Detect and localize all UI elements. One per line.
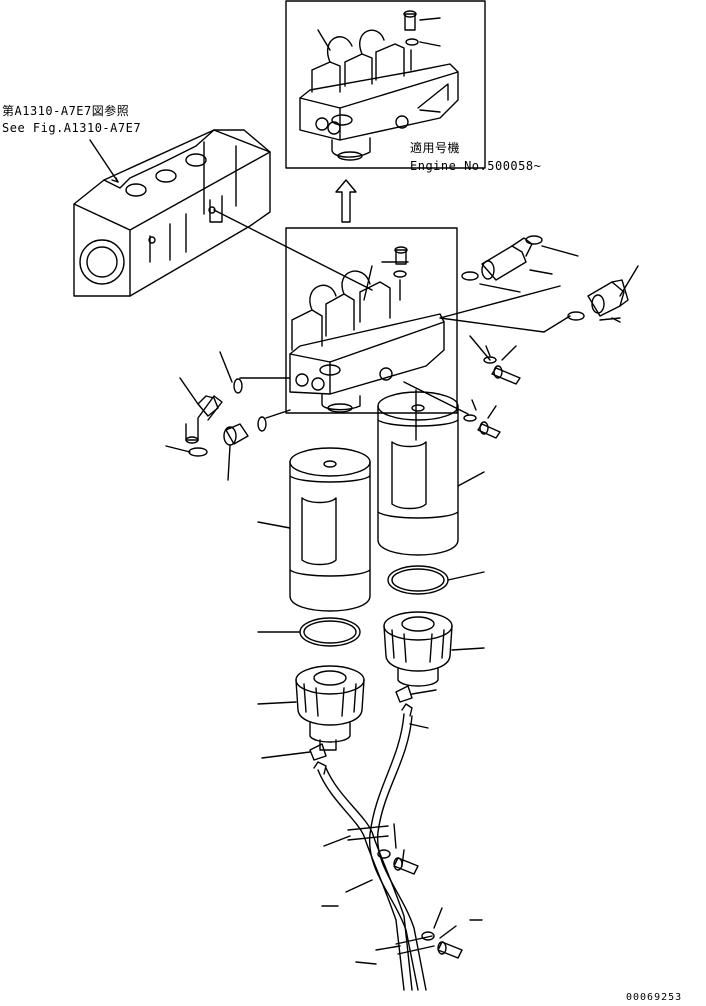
left-fittings xyxy=(166,352,290,480)
detail-inset-frame xyxy=(286,1,485,168)
drain-plug-left xyxy=(310,744,326,760)
o-ring-left xyxy=(300,618,360,646)
right-fittings xyxy=(404,236,638,438)
reference-note-jp: 第A1310-A7E7図参照 xyxy=(2,104,130,118)
mount-leader xyxy=(214,210,372,290)
reference-note-en: See Fig.A1310-A7E7 xyxy=(2,121,142,135)
applicable-engine-label-jp: 適用号機 xyxy=(410,141,461,155)
o-ring-right xyxy=(388,566,448,594)
separator-bowl-right xyxy=(384,612,484,686)
drain-hoses xyxy=(314,704,434,990)
drawing-number: 00069253 xyxy=(626,992,683,1003)
filter-head-detail xyxy=(300,11,458,160)
applicable-engine-label-en: Engine No.500058~ xyxy=(410,159,542,173)
filter-cartridge-left xyxy=(258,448,370,611)
drain-plug-right xyxy=(396,686,412,702)
reference-leader xyxy=(90,140,118,182)
transition-arrow xyxy=(336,180,356,222)
separator-bowl-left xyxy=(258,666,364,750)
bracket-block xyxy=(74,130,270,296)
filter-cartridge-right xyxy=(378,390,484,555)
filter-head-main xyxy=(290,247,444,412)
clamp-bolts xyxy=(322,824,482,964)
